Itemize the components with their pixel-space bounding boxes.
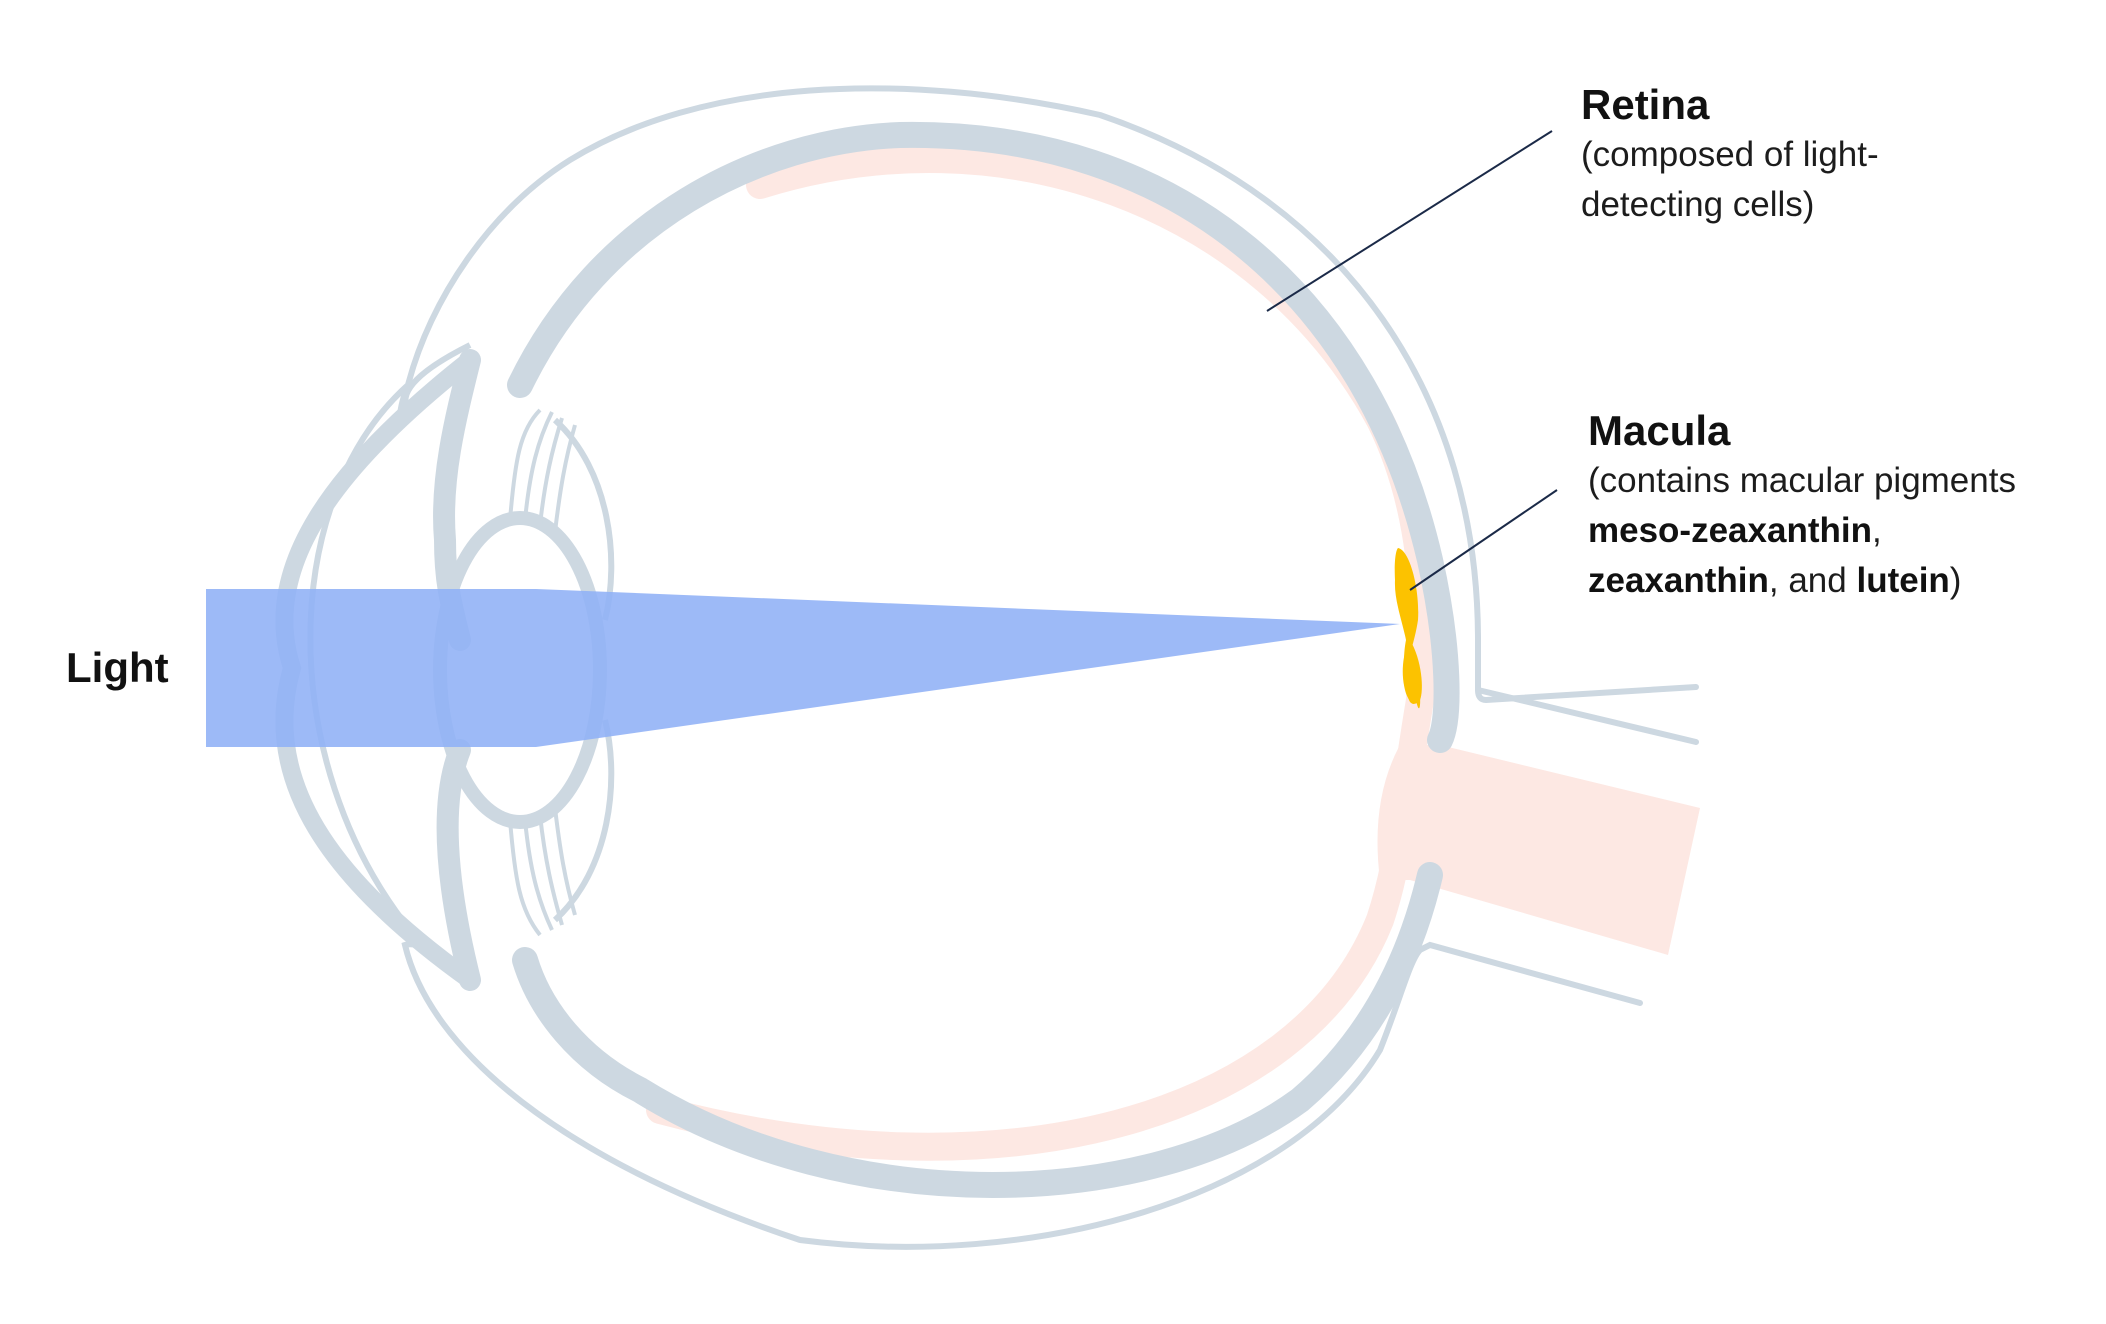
- pigment-meso-zeaxanthin: meso-zeaxanthin: [1588, 511, 1872, 550]
- macula-leader-line: [1409, 489, 1558, 591]
- retina-annotation: Retina (composed of light- detecting cel…: [1581, 80, 2021, 230]
- pigment-lutein: lutein: [1856, 561, 1950, 600]
- optic-nerve: [1377, 745, 1700, 955]
- macula-lower: [1402, 640, 1422, 704]
- optic-nerve-upper-sheath: [1475, 687, 1699, 745]
- macula-description-line2: meso-zeaxanthin,: [1588, 506, 2088, 556]
- pigment-and-text: , and: [1768, 561, 1857, 600]
- macula-description-line1: (contains macular pigments: [1588, 461, 2016, 500]
- light-label: Light: [66, 644, 169, 691]
- macula-description-line3: zeaxanthin, and lutein): [1588, 556, 2088, 606]
- cornea-outer-line: [402, 342, 472, 412]
- light-beam: [206, 589, 1400, 747]
- retina-leader-line: [1266, 130, 1553, 312]
- retina-description-line2: detecting cells): [1581, 185, 1815, 224]
- macula-title: Macula: [1588, 407, 1731, 454]
- pigment-zeaxanthin: zeaxanthin: [1588, 561, 1769, 600]
- macula-annotation: Macula (contains macular pigments meso-z…: [1588, 406, 2088, 606]
- choroid-layer: [507, 121, 1460, 1198]
- pigment-close-paren: ): [1949, 561, 1962, 600]
- pigment-comma: ,: [1871, 511, 1882, 550]
- retina-description-line1: (composed of light-: [1581, 135, 1879, 174]
- retina-title: Retina: [1581, 81, 1710, 128]
